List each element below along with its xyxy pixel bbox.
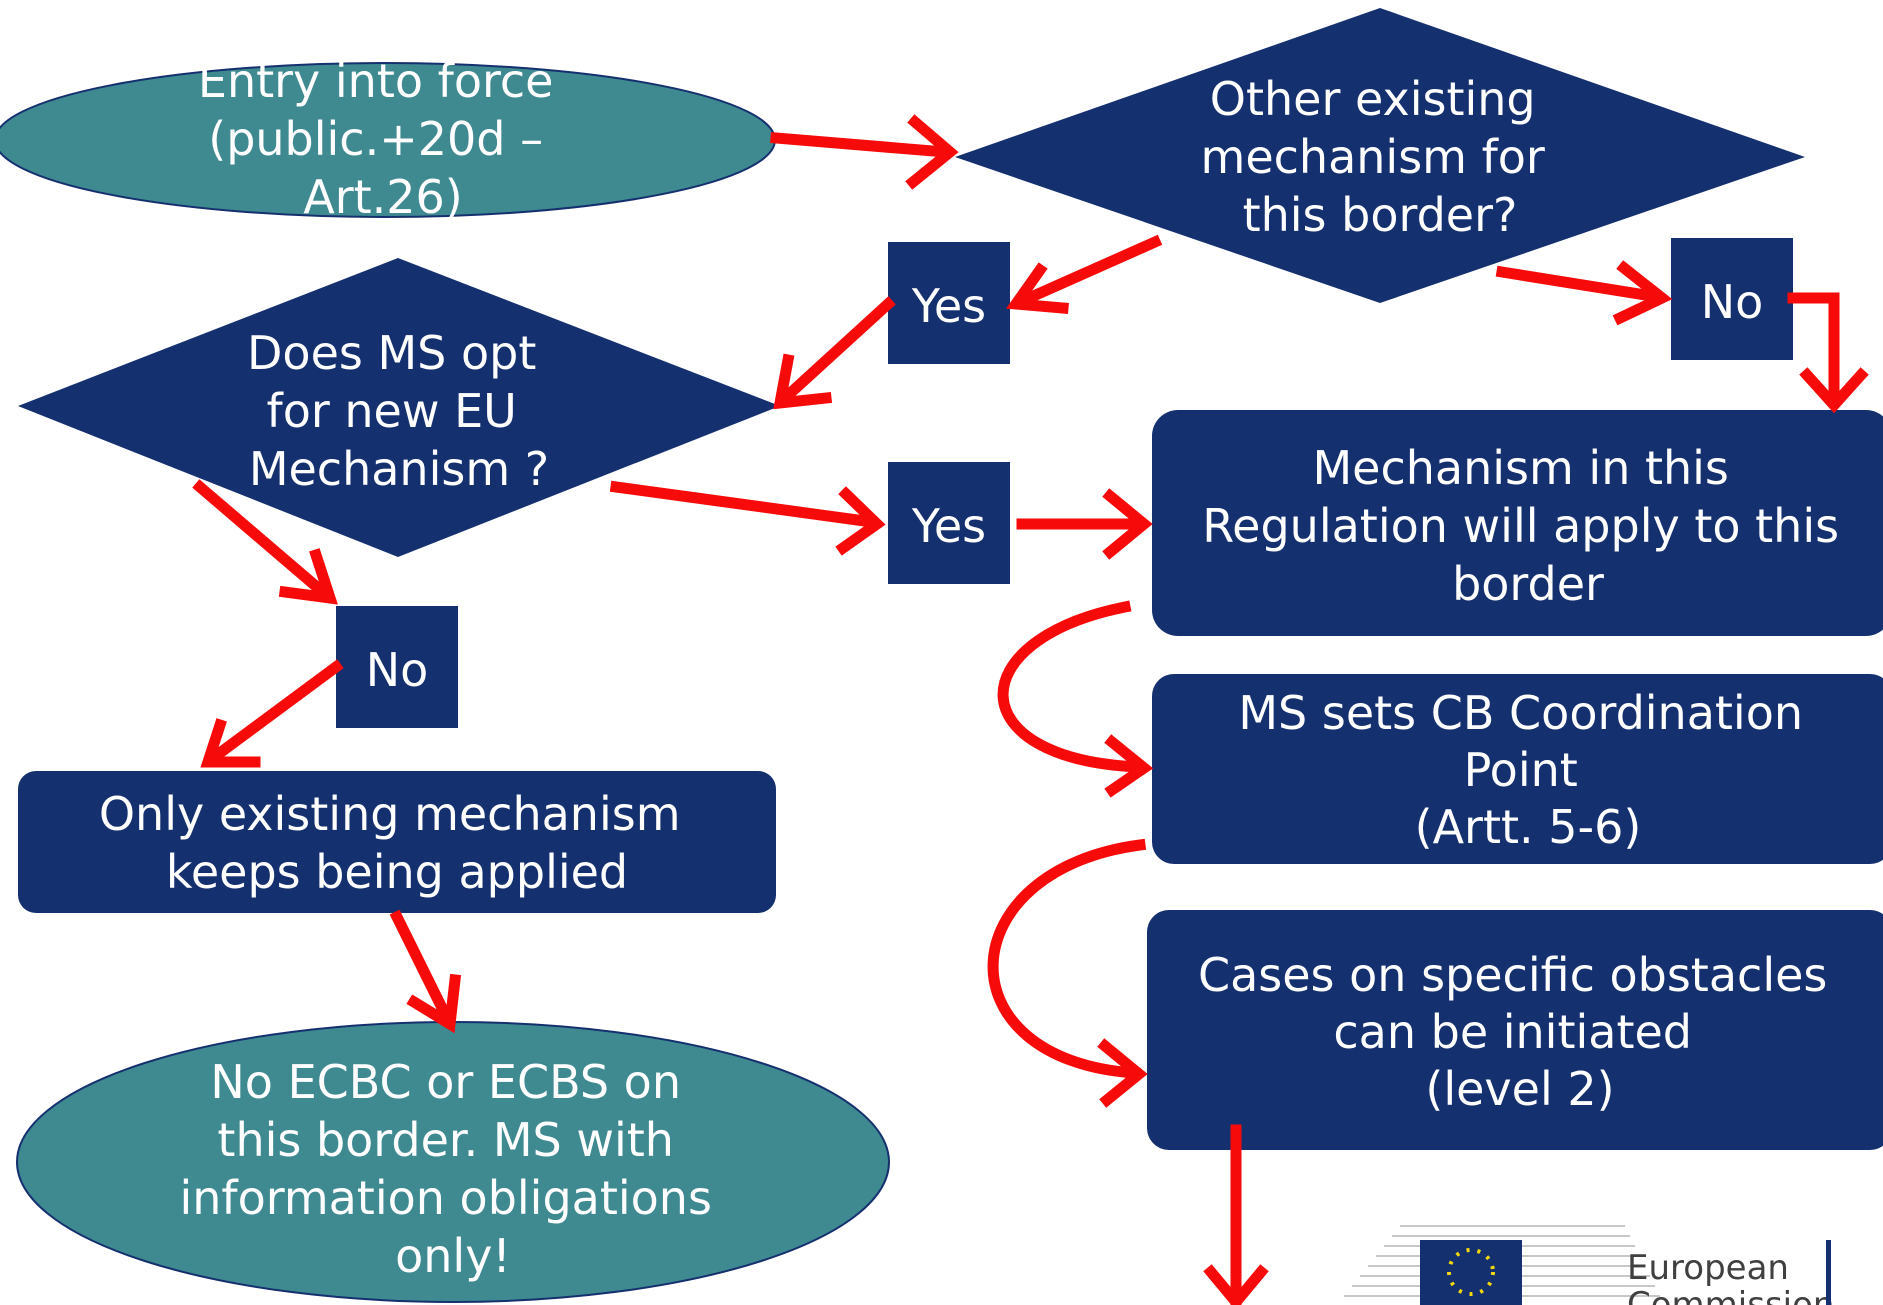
decision-ms-opt-label: Does MS opt for new EU Mechanism ? (247, 326, 551, 496)
arrow-no-left-to-only-existing (205, 659, 344, 766)
yes-mid-box (888, 462, 1010, 584)
arrowhead-yes-top-to-opt (773, 353, 833, 410)
coordination-point-box (1152, 674, 1883, 864)
cases-initiated-box (1147, 910, 1883, 1150)
european-commission-logo: European Commission (1344, 1225, 1834, 1305)
yes-top-box (888, 242, 1010, 364)
arrowhead-yes-mid-to-mechanism (1102, 488, 1153, 560)
arrowhead-no-left-to-only-existing (200, 718, 261, 768)
arrowhead-only-existing-to-no-ecbc (406, 973, 462, 1034)
decision-other-mechanism (955, 8, 1805, 303)
decision-other-mechanism-label: Other existing mechanism for this border… (1201, 72, 1560, 242)
arrowhead-coordination-to-cases (1097, 1038, 1148, 1108)
no-right-label: No (1701, 275, 1764, 329)
only-existing-box (18, 771, 776, 913)
yes-mid-label: Yes (911, 499, 986, 553)
arrow-no-right-to-mechanism (1787, 292, 1840, 406)
cases-initiated-label: Cases on specific obstacles can be initi… (1198, 948, 1842, 1116)
arrow-opt-to-no-left (192, 479, 333, 602)
arrowhead-decision-to-yes-top (1005, 262, 1069, 314)
ec-divider (1826, 1240, 1831, 1305)
arrowhead-mechanism-to-coordination (1104, 734, 1154, 798)
arrow-start-to-decision (770, 132, 951, 158)
arrow-coordination-to-cases (987, 838, 1147, 1079)
arrow-mechanism-to-coordination (997, 600, 1146, 773)
decision-ms-opt (18, 258, 780, 557)
coordination-point-label: MS sets CB Coordination Point (Artt. 5-6… (1238, 686, 1817, 854)
arrow-only-existing-to-no-ecbc (389, 909, 455, 1026)
ec-text: European Commission (1627, 1248, 1834, 1305)
arrowhead-no-right-to-mechanism (1799, 367, 1869, 414)
yes-top-label: Yes (911, 279, 986, 333)
arrowhead-decision-to-no-right (1612, 260, 1673, 326)
only-existing-label: Only existing mechanism keeps being appl… (99, 787, 695, 899)
mechanism-applies-box (1152, 410, 1883, 636)
arrowhead-start-to-decision (905, 114, 959, 190)
no-right-box (1671, 238, 1793, 360)
arrowhead-opt-to-yes-mid (835, 486, 886, 556)
arrow-opt-to-yes-mid (609, 480, 879, 529)
no-ecbc-label: No ECBC or ECBS on this border. MS with … (179, 1055, 726, 1283)
no-left-box (336, 606, 458, 728)
arrowhead-opt-to-no-left (278, 548, 338, 605)
mechanism-applies-label: Mechanism in this Regulation will apply … (1202, 441, 1853, 611)
arrow-yes-top-to-opt (777, 296, 896, 406)
start-label: Entry into force (public.+20d – Art.26) (198, 54, 568, 224)
no-left-label: No (366, 643, 429, 697)
arrow-decision-to-yes-top (1012, 234, 1163, 310)
arrowhead-cases-down (1203, 1264, 1269, 1305)
arrow-decision-to-no-right (1495, 265, 1665, 304)
